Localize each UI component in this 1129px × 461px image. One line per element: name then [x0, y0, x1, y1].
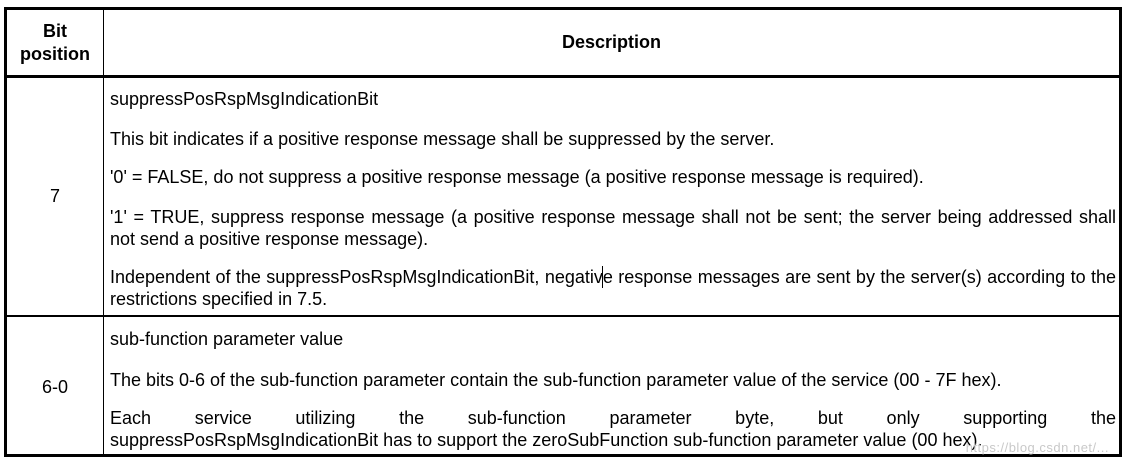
bit-value-7: 7 [49, 186, 60, 206]
row-divider [7, 315, 1119, 317]
column-divider [103, 10, 104, 454]
header-divider [7, 75, 1119, 78]
row-7-para-4-end: e response messages are sent by the serv… [110, 267, 1116, 309]
row-7-para-2: '0' = FALSE, do not suppress a positive … [110, 167, 924, 187]
row-7-para-4: Independent of the suppressPosRspMsgIndi… [110, 266, 1116, 310]
row-6-0-para-2: Each service utilizing the sub-function … [110, 407, 1116, 451]
row-7-title: suppressPosRspMsgIndicationBit [110, 89, 379, 109]
header-position-label: position [20, 43, 90, 64]
text-cursor [602, 266, 604, 288]
row-7-para-1: This bit indicates if a positive respons… [110, 129, 775, 149]
row-6-0-para-2-line-2: suppressPosRspMsgIndicationBit has to su… [110, 430, 983, 450]
header-bit-label: Bit [43, 20, 67, 41]
row-7-para-4-start: Independent of the suppressPosRspMsgIndi… [110, 267, 603, 287]
watermark: https://blog.csdn.net/... [965, 440, 1109, 455]
bit-value-6-0: 6-0 [41, 376, 68, 397]
row-6-0-para-1: The bits 0-6 of the sub-function paramet… [110, 370, 1002, 390]
row-6-0-para-2-line-1: Each service utilizing the sub-function … [110, 408, 1116, 428]
header-description: Description [561, 32, 662, 52]
row-6-0-title: sub-function parameter value [110, 329, 344, 349]
row-7-para-3: '1' = TRUE, suppress response message (a… [110, 207, 1116, 249]
